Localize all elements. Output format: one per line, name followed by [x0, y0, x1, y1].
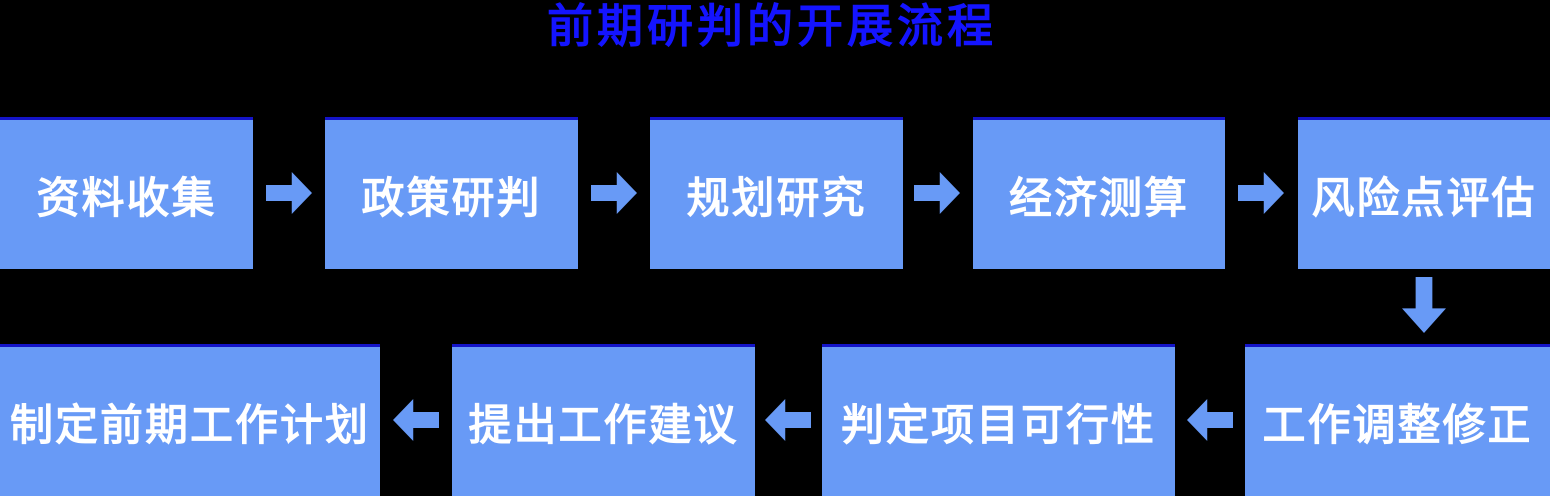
- arrow-left-icon: [1187, 399, 1233, 441]
- arrow-right-icon: [591, 172, 637, 214]
- flow-node-feasibility-judgement: 判定项目可行性: [822, 344, 1175, 496]
- flow-node-work-adjustment: 工作调整修正: [1245, 344, 1550, 496]
- arrow-down-icon: [1402, 277, 1446, 333]
- arrow-right-icon: [266, 172, 312, 214]
- flow-node-risk-assessment: 风险点评估: [1298, 117, 1550, 269]
- arrow-left-icon: [393, 399, 439, 441]
- flow-node-economic-calculation: 经济测算: [973, 117, 1225, 269]
- arrow-right-icon: [1238, 172, 1284, 214]
- flow-node-planning-research: 规划研究: [650, 117, 903, 269]
- arrow-left-icon: [765, 399, 811, 441]
- flow-node-data-collection: 资料收集: [0, 117, 253, 269]
- flow-node-policy-study: 政策研判: [325, 117, 578, 269]
- page-title: 前期研判的开展流程: [547, 0, 997, 52]
- flow-node-work-suggestions: 提出工作建议: [452, 344, 755, 496]
- flow-node-preliminary-work-plan: 制定前期工作计划: [0, 344, 380, 496]
- arrow-right-icon: [914, 172, 960, 214]
